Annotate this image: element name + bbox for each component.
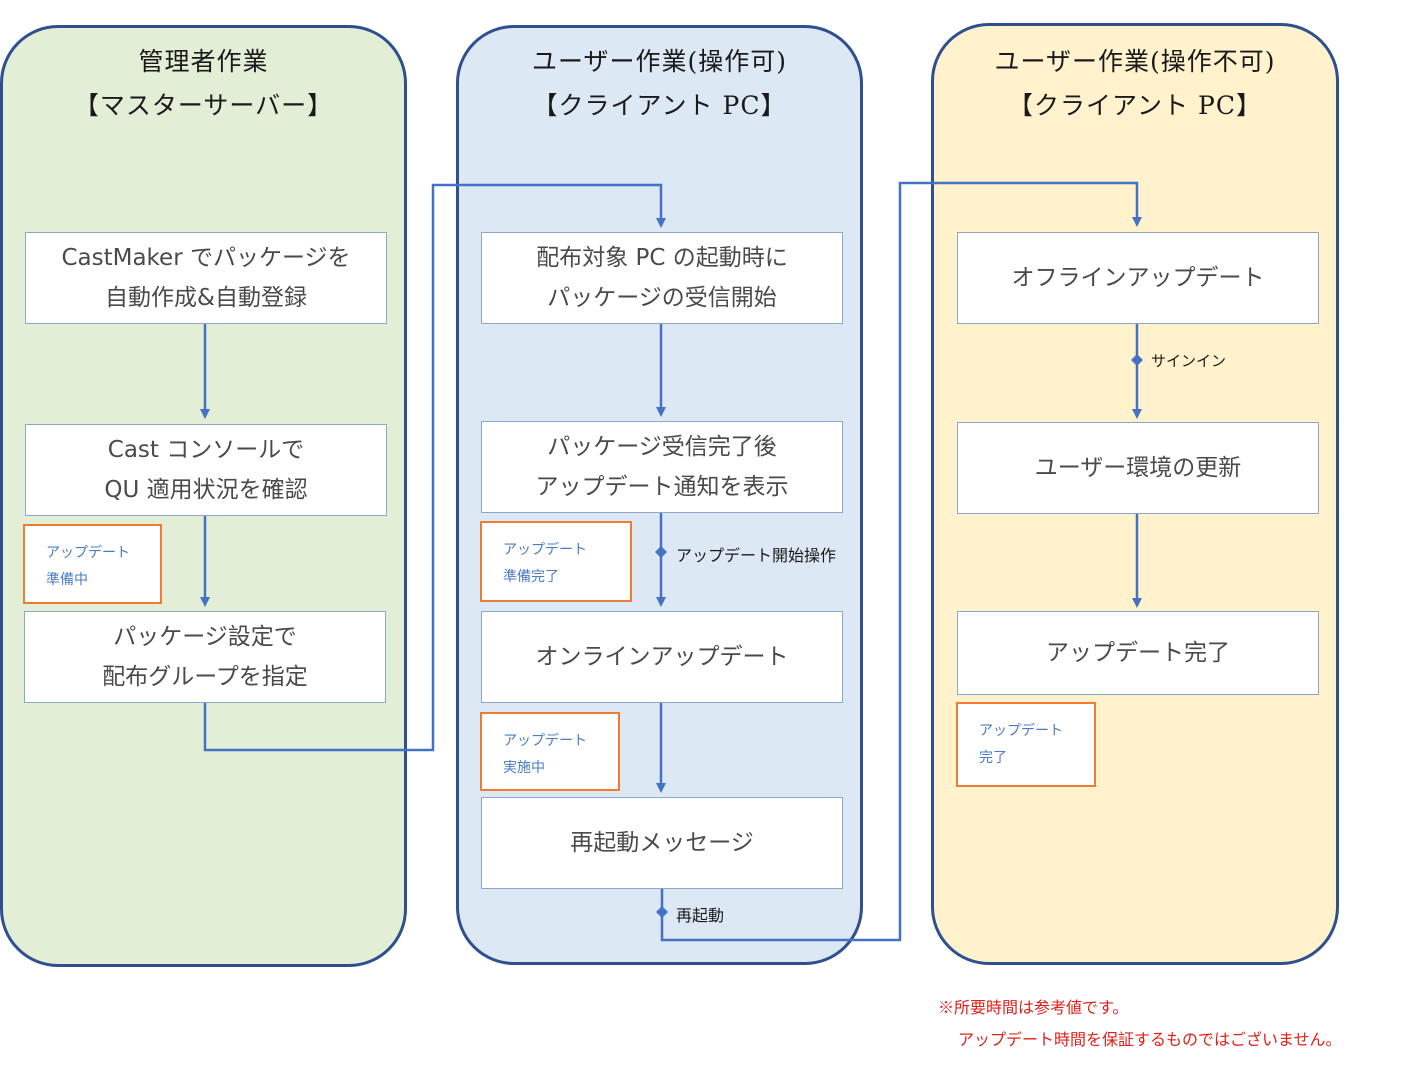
note-line1: ※所要時間は参考値です。: [938, 998, 1129, 1017]
box-restart-message: 再起動メッセージ: [481, 797, 843, 889]
box-restart-message-line1: 再起動メッセージ: [570, 830, 754, 856]
box-castmaker-line2: 自動作成&自動登録: [105, 285, 307, 311]
status-ready-line1: アップデート: [503, 542, 587, 558]
connector-setting-to-receive: [203, 183, 666, 752]
lane-user-operable-title: ユーザー作業(操作可): [531, 47, 787, 76]
box-receive-done: パッケージ受信完了後 アップデート通知を表示: [481, 421, 843, 513]
edge-label-start-op: アップデート開始操作: [676, 546, 837, 565]
status-done-line2: 完了: [979, 750, 1007, 766]
box-user-env-update-line1: ユーザー環境の更新: [1034, 455, 1242, 481]
diamond-sign-in: [1131, 354, 1143, 366]
edge-label-sign-in: サインイン: [1151, 352, 1227, 370]
box-cast-console: Cast コンソールで QU 適用状況を確認: [25, 424, 387, 516]
lane-user-operable-subtitle: 【クライアント PC】: [532, 91, 787, 120]
box-user-env-update: ユーザー環境の更新: [957, 422, 1319, 514]
box-package-setting: パッケージ設定で 配布グループを指定: [24, 611, 386, 703]
diamond-restart: [656, 906, 668, 918]
box-offline-update: オフラインアップデート: [957, 232, 1319, 324]
status-running-line2: 実施中: [503, 760, 545, 776]
status-preparing-line1: アップデート: [46, 545, 130, 561]
status-running: アップデート 実施中: [480, 712, 620, 791]
diamond-start-op: [655, 546, 667, 558]
box-offline-update-line1: オフラインアップデート: [1011, 265, 1265, 291]
status-ready-line2: 準備完了: [503, 569, 559, 585]
edge-label-restart: 再起動: [676, 906, 725, 925]
box-receive-done-line1: パッケージ受信完了後: [547, 434, 777, 460]
box-castmaker-line1: CastMaker でパッケージを: [61, 245, 351, 271]
lane-user-inoperable-subtitle: 【クライアント PC】: [1008, 91, 1262, 120]
box-update-complete-line1: アップデート完了: [1046, 640, 1230, 666]
status-done: アップデート 完了: [956, 702, 1096, 787]
box-online-update-line1: オンラインアップデート: [535, 644, 789, 670]
lane-user-inoperable-title: ユーザー作業(操作不可): [994, 47, 1276, 76]
box-receive-start-line2: パッケージの受信開始: [547, 285, 777, 311]
lane-admin-title: 管理者作業: [138, 47, 269, 76]
note-line2: アップデート時間を保証するものではございません。: [958, 1030, 1342, 1049]
box-receive-start-line1: 配布対象 PC の起動時に: [536, 245, 788, 271]
box-receive-start: 配布対象 PC の起動時に パッケージの受信開始: [481, 232, 843, 324]
box-receive-done-line2: アップデート通知を表示: [535, 474, 789, 500]
connector-restart-to-offline: [660, 181, 1142, 942]
lane-admin-subtitle: 【マスターサーバー】: [73, 91, 334, 120]
status-done-line1: アップデート: [979, 723, 1063, 739]
status-ready: アップデート 準備完了: [480, 521, 632, 602]
box-package-setting-line1: パッケージ設定で: [113, 624, 297, 650]
status-preparing-line2: 準備中: [46, 572, 88, 588]
box-online-update: オンラインアップデート: [481, 611, 843, 703]
status-preparing: アップデート 準備中: [23, 524, 162, 604]
box-castmaker: CastMaker でパッケージを 自動作成&自動登録: [25, 232, 387, 324]
box-update-complete: アップデート完了: [957, 611, 1319, 695]
box-package-setting-line2: 配布グループを指定: [102, 664, 308, 690]
status-running-line1: アップデート: [503, 733, 587, 749]
box-cast-console-line2: QU 適用状況を確認: [104, 477, 308, 503]
box-cast-console-line1: Cast コンソールで: [107, 437, 305, 463]
